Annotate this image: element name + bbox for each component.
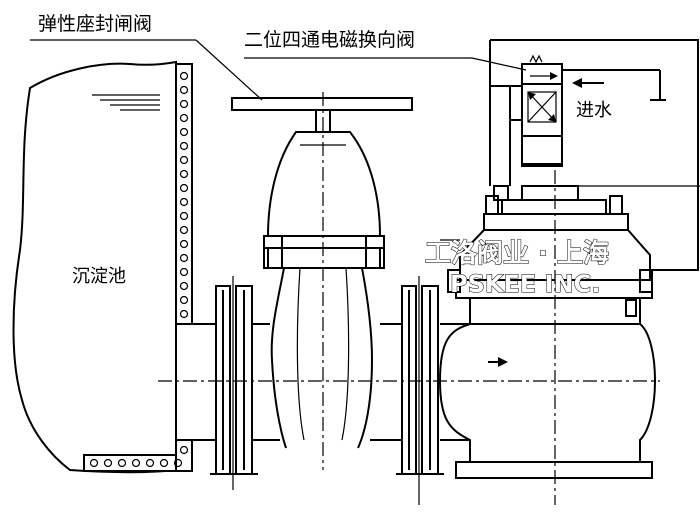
flow-arrow-icon	[488, 357, 508, 367]
tank-wall-texture	[179, 71, 189, 319]
flange-right	[396, 276, 444, 505]
tank-label: 沉淀池	[72, 266, 126, 287]
solenoid-valve-label: 二位四通电磁换向阀	[244, 29, 415, 51]
solenoid-valve-leader: 二位四通电磁换向阀	[244, 29, 527, 71]
flange-left	[210, 276, 258, 490]
control-piping: 进水	[489, 39, 700, 271]
watermark-line1: 工洛阀业 · 上海	[425, 238, 609, 269]
water-inlet-label: 进水	[576, 100, 612, 121]
inlet-arrow-icon	[572, 78, 604, 88]
watermark-line2: PSKEE INC.	[450, 270, 600, 298]
sedimentation-tank: 沉淀池	[12, 60, 193, 474]
solenoid-valve	[521, 54, 563, 167]
water-surface-icon	[92, 94, 160, 111]
gate-valve	[231, 92, 413, 470]
gate-valve-leader: 弹性座封闸阀	[30, 13, 263, 101]
control-valve	[438, 170, 656, 505]
watermark: 工洛阀业 · 上海 PSKEE INC.	[425, 238, 610, 299]
gate-valve-label: 弹性座封闸阀	[38, 13, 152, 35]
